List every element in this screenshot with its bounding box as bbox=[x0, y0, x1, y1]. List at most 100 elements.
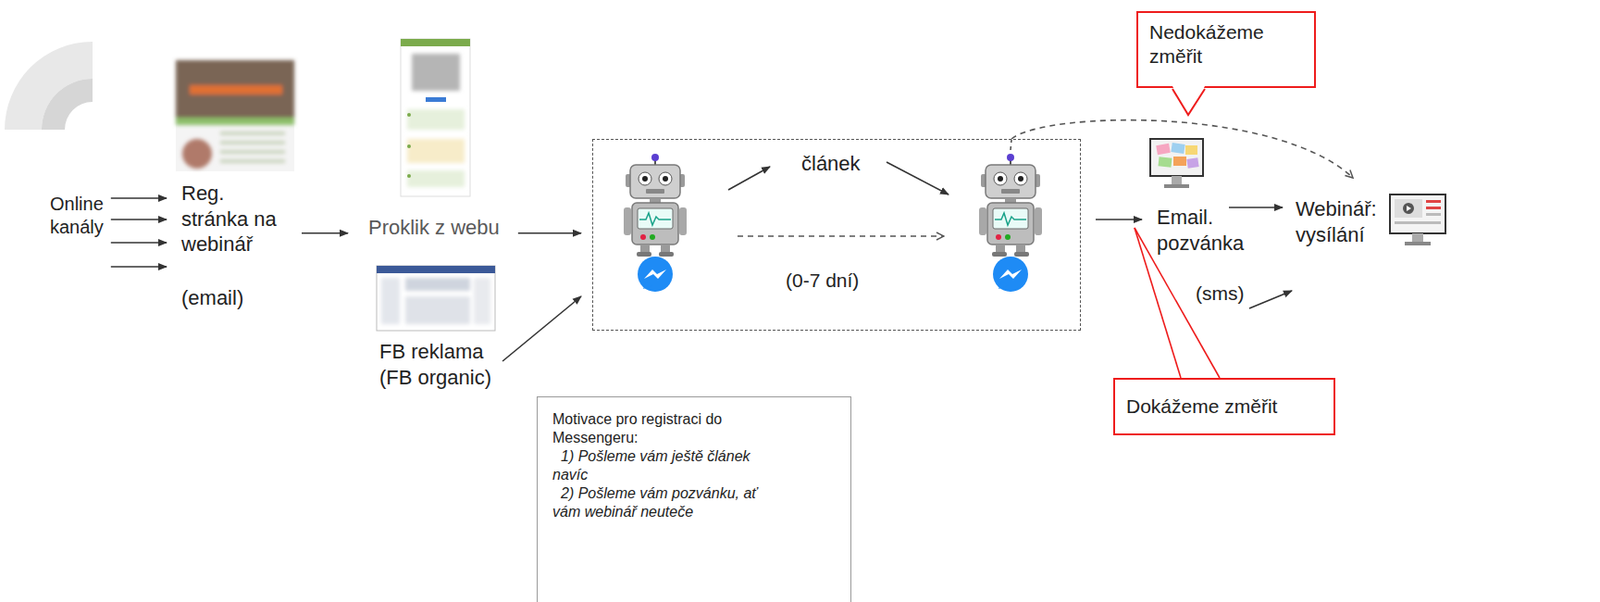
flow-arrow bbox=[886, 161, 949, 195]
node-text: Online kanály bbox=[49, 192, 104, 239]
connector bbox=[502, 296, 582, 361]
screenshot-line bbox=[220, 131, 286, 136]
node-text: FB reklama bbox=[379, 338, 492, 365]
corner-arc bbox=[41, 78, 93, 130]
screenshot-block bbox=[405, 277, 471, 291]
connector-line bbox=[111, 265, 167, 268]
screenshot-block bbox=[407, 109, 465, 130]
monitor-base bbox=[1164, 184, 1190, 188]
node-text: Nedokážeme změřit bbox=[1149, 20, 1303, 70]
envelope bbox=[1173, 156, 1187, 166]
node-text: Email. pozvánka bbox=[1156, 204, 1244, 256]
screenshot-block bbox=[175, 117, 295, 125]
flow-arrow-dashed bbox=[737, 235, 944, 237]
screenshot-block bbox=[411, 53, 460, 91]
email-invite: Email. pozvánka bbox=[1156, 204, 1244, 256]
connector-line bbox=[1228, 206, 1283, 209]
node-text: (email) bbox=[181, 285, 291, 311]
flow-arrow bbox=[728, 166, 770, 190]
video-frame bbox=[1394, 198, 1423, 218]
email-monitor-icon bbox=[1150, 138, 1204, 188]
callout-box: Dokážeme změřit bbox=[1113, 377, 1336, 435]
connector-line bbox=[502, 296, 582, 361]
web-screenshot bbox=[400, 38, 471, 197]
screenshot-line bbox=[220, 159, 286, 163]
screenshot-block bbox=[407, 170, 465, 187]
node-text: Proklik z webu bbox=[368, 214, 500, 241]
pointer-fill bbox=[1172, 86, 1205, 115]
monitor-stand bbox=[1412, 233, 1424, 242]
connector-line bbox=[1095, 218, 1142, 221]
screenshot-content bbox=[407, 53, 465, 187]
robot-icon bbox=[979, 153, 1042, 292]
envelope bbox=[1170, 142, 1185, 154]
connector-line bbox=[518, 232, 582, 235]
node-text: Reg. stránka na webinář bbox=[181, 180, 291, 258]
envelope bbox=[1185, 145, 1198, 155]
node-text: Dokážeme změřit bbox=[1126, 394, 1323, 419]
node-text: článek bbox=[801, 150, 861, 177]
screenshot-button bbox=[425, 97, 447, 102]
callout-box: Nedokážeme změřit bbox=[1136, 11, 1316, 88]
article: článek bbox=[801, 150, 861, 177]
screenshot-block bbox=[407, 138, 465, 163]
note-item: 2) Pošleme vám pozvánku, ať vám webinář … bbox=[552, 483, 786, 521]
screenshot-header bbox=[376, 265, 496, 273]
callout-pointer bbox=[1171, 86, 1209, 118]
note-item: 1) Pošleme vám ještě článek navíc bbox=[552, 446, 786, 484]
screenshot-content bbox=[381, 277, 491, 324]
robot-icon bbox=[623, 153, 687, 292]
connector-line bbox=[111, 241, 167, 244]
screenshot-line bbox=[220, 140, 286, 145]
monitor-screen bbox=[1389, 194, 1446, 234]
facebook-screenshot bbox=[376, 265, 496, 331]
registration-screenshot bbox=[175, 60, 295, 172]
channel-label: Online kanály bbox=[49, 192, 104, 239]
screenshot-frame bbox=[175, 60, 295, 172]
play-symbol bbox=[1406, 205, 1412, 211]
connector-line bbox=[301, 232, 348, 235]
screenshot-line bbox=[220, 149, 286, 154]
play-button bbox=[1402, 202, 1414, 214]
node-text: Webinář: vysílání bbox=[1295, 196, 1377, 248]
envelope bbox=[1186, 157, 1199, 169]
chat-line bbox=[1426, 212, 1441, 216]
web-click: Proklik z webu bbox=[368, 214, 500, 241]
envelope bbox=[1155, 143, 1171, 155]
screenshot-block bbox=[381, 277, 400, 324]
chat-line bbox=[1426, 199, 1441, 203]
duration-label: (0-7 dní) bbox=[783, 268, 861, 293]
chat-line bbox=[1426, 206, 1441, 210]
flow-arrow-dashed bbox=[1010, 139, 1012, 150]
connector bbox=[518, 232, 582, 234]
screenshot-frame bbox=[376, 265, 496, 331]
chat-line bbox=[1394, 221, 1441, 224]
connector-line bbox=[111, 218, 167, 221]
webinar-monitor-icon bbox=[1389, 194, 1446, 246]
screenshot-dot bbox=[407, 112, 411, 117]
connector-line bbox=[111, 197, 167, 199]
screenshot-block bbox=[189, 85, 283, 95]
screenshot-photo bbox=[182, 138, 212, 169]
screenshot-dot bbox=[407, 144, 411, 149]
monitor-screen bbox=[1150, 138, 1204, 176]
fb-ad: FB reklama(FB organic) bbox=[379, 338, 492, 390]
connector-line-dashed bbox=[1011, 120, 1353, 178]
corner-arc bbox=[4, 41, 93, 130]
flow-arrow bbox=[1249, 290, 1292, 309]
channel-note: (sms) bbox=[1193, 281, 1246, 306]
connector bbox=[301, 232, 348, 234]
messenger-group: článek bbox=[592, 138, 1081, 331]
screenshot-block bbox=[473, 277, 491, 324]
connector bbox=[1228, 207, 1283, 209]
monitor-stand bbox=[1171, 175, 1182, 185]
pointer-outline bbox=[1172, 88, 1205, 115]
screenshot-header bbox=[400, 38, 471, 47]
note-box: Motivace pro registraci do Messengeru:1)… bbox=[536, 396, 852, 602]
note-heading: Motivace pro registraci do Messengeru: bbox=[552, 409, 786, 447]
screenshot-block bbox=[175, 60, 295, 118]
screenshot-dot bbox=[407, 173, 411, 178]
node-text: (FB organic) bbox=[379, 364, 492, 391]
envelope bbox=[1158, 156, 1173, 167]
